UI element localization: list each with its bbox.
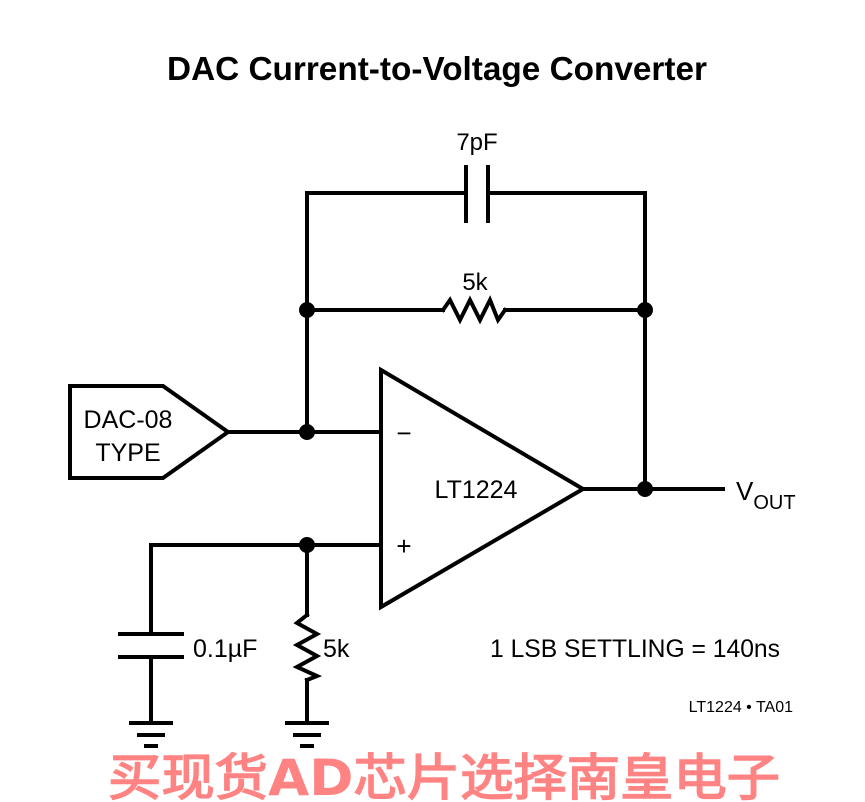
junction-dots xyxy=(299,302,653,553)
feedback-capacitor-label: 7pF xyxy=(456,129,497,156)
feedback-capacitor-symbol xyxy=(464,165,490,223)
settling-note: 1 LSB SETTLING = 140ns xyxy=(490,635,780,663)
bypass-capacitor-label: 0.1µF xyxy=(193,635,257,663)
bias-resistor-label: 5k xyxy=(323,635,350,663)
feedback-resistor-label: 5k xyxy=(462,269,488,296)
figure-id: LT1224 • TA01 xyxy=(689,699,793,716)
feedback-resistor-symbol xyxy=(440,295,508,325)
noninverting-input-sign: + xyxy=(396,531,411,561)
diagram-title: DAC Current-to-Voltage Converter xyxy=(167,50,707,87)
dac-label-line2: TYPE xyxy=(95,439,160,467)
dac-label-line1: DAC-08 xyxy=(84,406,173,434)
ground-icon xyxy=(285,721,329,748)
dac-source-block xyxy=(68,384,232,480)
inverting-input-sign: − xyxy=(396,418,411,448)
opamp-label: LT1224 xyxy=(435,476,518,504)
output-label: VOUT xyxy=(736,476,796,514)
feedback-wires xyxy=(305,191,647,491)
noninverting-wires xyxy=(149,543,383,724)
bias-resistor-symbol xyxy=(292,612,323,683)
ground-icon xyxy=(129,721,173,748)
opamp-symbol xyxy=(379,366,587,611)
bypass-capacitor-symbol xyxy=(118,632,184,659)
watermark: 买现货AD芯片选择南皇电子 xyxy=(108,749,780,802)
